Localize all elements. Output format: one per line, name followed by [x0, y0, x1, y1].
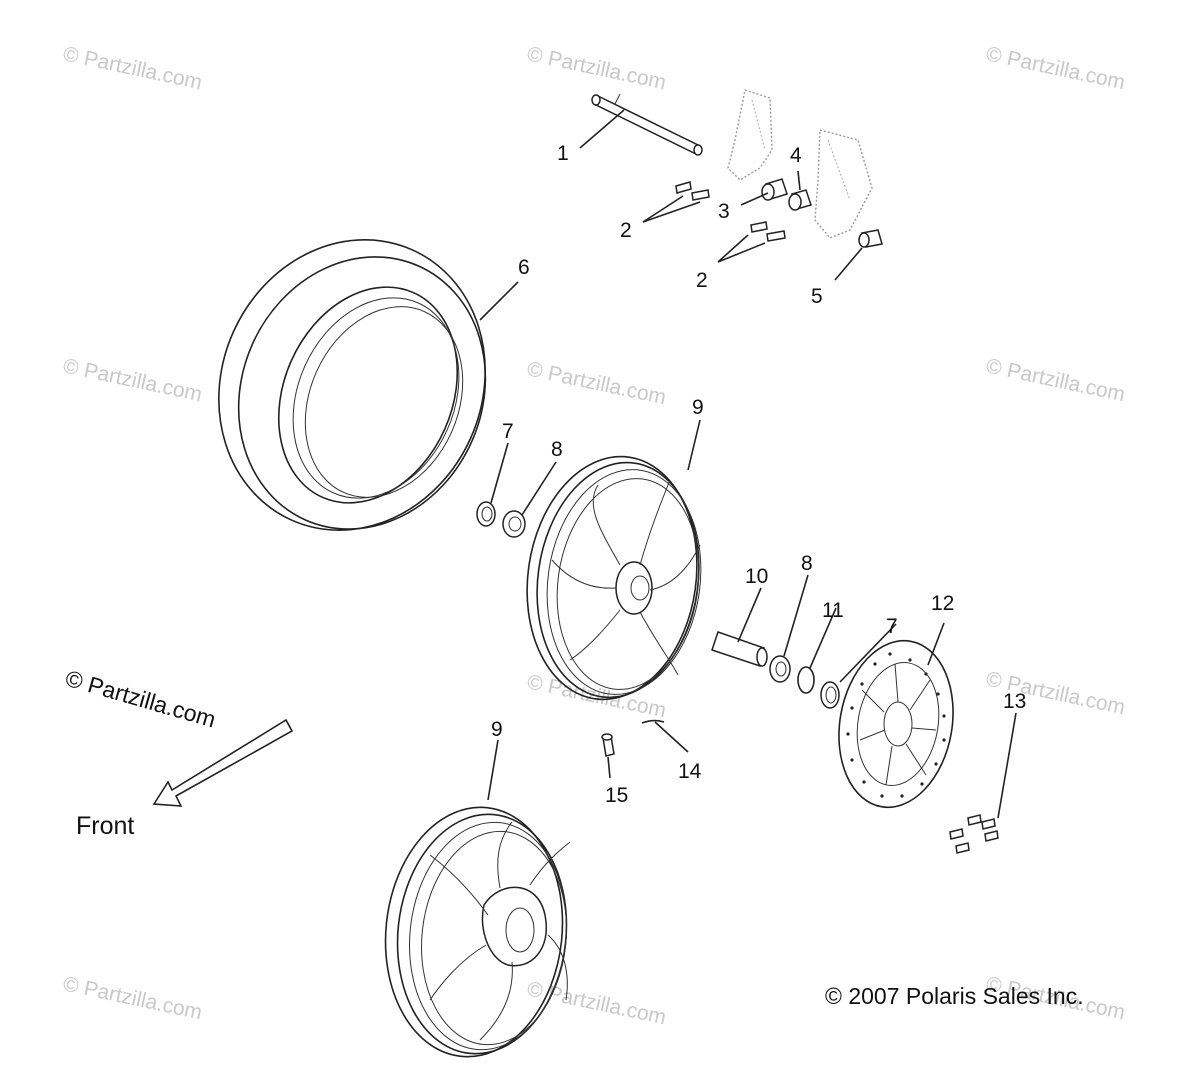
part-spacer-4: [788, 189, 812, 211]
watermark: © Partzilla.com: [984, 354, 1127, 406]
watermark: © Partzilla.com: [61, 972, 204, 1024]
callout-7: 7: [886, 615, 898, 638]
part-wheel-lower: [384, 806, 571, 1058]
part-axle: [591, 93, 703, 156]
callout-7: 7: [502, 420, 514, 443]
callout-1: 1: [557, 142, 569, 165]
part-bolts-upper: [675, 181, 710, 201]
part-seal-left: [476, 501, 496, 527]
watermark: © Partzilla.com: [61, 354, 204, 406]
callout-6: 6: [518, 256, 530, 279]
front-indicator: © Partzilla.com Front: [63, 665, 294, 840]
watermark: © Partzilla.com: [984, 42, 1127, 94]
callout-9: 9: [692, 396, 704, 419]
callout-4: 4: [790, 144, 802, 167]
leader-lines: [479, 109, 1017, 819]
part-bearing-right: [769, 655, 791, 683]
callouts: 1 2 2 3 4 5 6 7 8 9 10 8 11 7 12 13 9 14…: [491, 142, 1026, 807]
part-bolts-lower: [750, 221, 786, 242]
callout-2: 2: [620, 219, 632, 242]
callout-14: 14: [678, 760, 702, 783]
watermark: © Partzilla.com: [525, 42, 668, 94]
callout-12: 12: [931, 592, 954, 615]
copyright-notice: © 2007 Polaris Sales Inc.: [825, 983, 1084, 1009]
callout-8: 8: [801, 552, 813, 575]
callout-9: 9: [491, 718, 503, 741]
part-brake-disc: [838, 639, 954, 809]
part-spacer-3: [761, 178, 788, 201]
part-bearing-left: [502, 510, 526, 538]
watermarks: © Partzilla.com © Partzilla.com © Partzi…: [61, 42, 1127, 1029]
callout-15: 15: [605, 784, 628, 807]
fork-legs: [727, 89, 873, 239]
callout-8: 8: [551, 438, 563, 461]
front-arrow-icon: [152, 718, 294, 807]
part-spacer-tube: [711, 631, 768, 667]
partzilla-brand: © Partzilla.com: [63, 665, 219, 733]
part-wheel-weight: [641, 719, 665, 724]
callout-13: 13: [1003, 690, 1026, 713]
callout-3: 3: [718, 200, 730, 223]
front-label: Front: [76, 812, 134, 840]
callout-10: 10: [745, 565, 768, 588]
part-wheel-upper: [526, 455, 702, 701]
watermark: © Partzilla.com: [61, 42, 204, 94]
callout-11: 11: [822, 599, 844, 622]
part-tire: [218, 239, 487, 531]
callout-2: 2: [696, 269, 708, 292]
watermark: © Partzilla.com: [525, 357, 668, 409]
part-snap-ring: [797, 666, 815, 694]
callout-5: 5: [811, 285, 823, 308]
part-seal-right: [820, 681, 840, 709]
part-disc-bolts: [949, 814, 999, 854]
part-nut: [858, 229, 883, 248]
part-valve-stem: [601, 733, 615, 757]
